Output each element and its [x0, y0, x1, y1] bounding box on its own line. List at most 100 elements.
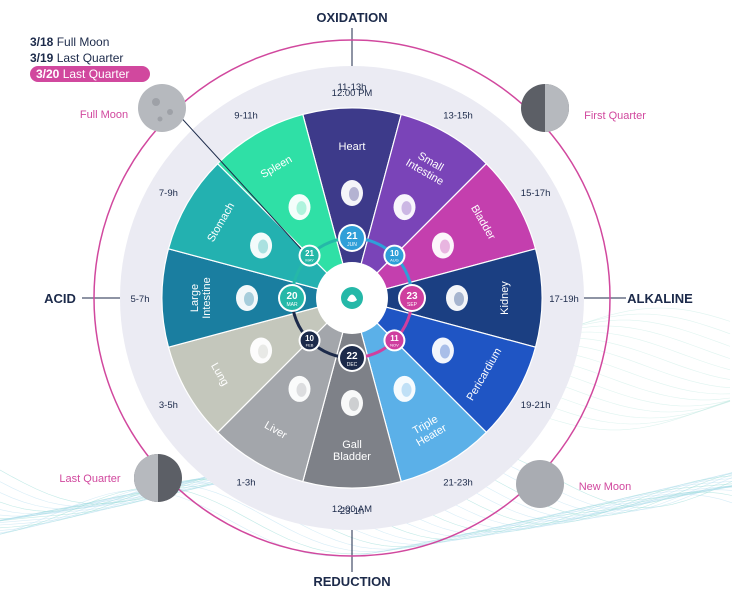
organ-label: Kidney — [499, 281, 511, 315]
stomach-icon-detail — [258, 239, 269, 254]
time-label-3-5h: 3-5h — [159, 400, 178, 411]
gallbladder-icon — [341, 390, 363, 416]
time-label-group: 1-3h — [236, 478, 255, 489]
time-label-15-17h: 15-17h — [521, 188, 551, 199]
date-node-day: 11 — [390, 334, 399, 343]
outer-orbit-ring — [93, 39, 611, 557]
moon-label: New Moon — [579, 481, 632, 493]
time-label-19-21h: 19-21h — [521, 400, 551, 411]
legend-row: 3/18 Full Moon — [30, 35, 110, 49]
axis-label-oxidation: OXIDATION — [316, 10, 387, 25]
legend-row-highlighted: 3/20 Last Quarter — [30, 66, 150, 82]
time-label-13-15h: 13-15h — [443, 110, 473, 121]
time-label-1-3h: 1-3h — [236, 478, 255, 489]
organ-label: Intestine — [201, 277, 213, 319]
kidney-icon — [446, 285, 468, 311]
date-node-day: 21 — [305, 249, 314, 258]
date-node-circle — [340, 226, 364, 250]
wave-line — [0, 486, 733, 555]
moon-full: Full Moon — [80, 84, 186, 132]
date-node-day: 22 — [346, 351, 358, 362]
date-node-circle — [300, 246, 319, 265]
intestine-icon-shape — [393, 194, 416, 221]
body-icon-shape — [431, 337, 454, 364]
wave-line — [0, 476, 733, 545]
body-icon-shape — [393, 375, 416, 402]
center-logo-leaf — [347, 294, 357, 302]
moon-label: Full Moon — [80, 109, 128, 121]
intestine-icon — [236, 285, 258, 311]
bladder-icon-detail — [439, 239, 450, 254]
time-label-9-11h: 9-11h — [234, 110, 258, 121]
date-node-day: 21 — [346, 231, 358, 242]
spleen-icon — [288, 194, 311, 221]
wave-line — [0, 489, 733, 557]
time-label-group: 15-17h — [521, 188, 551, 199]
stomach-icon — [250, 232, 273, 259]
spleen-icon-detail — [296, 201, 307, 216]
intestine-icon-detail — [244, 292, 254, 306]
date-node-month: DEC — [347, 362, 358, 368]
moon-full-icon — [138, 84, 186, 132]
wave-line — [0, 484, 733, 552]
time-label-7-9h: 7-9h — [159, 188, 178, 199]
time-label-21-23h: 21-23h — [443, 478, 473, 489]
date-node-circle — [400, 286, 424, 310]
date-node-month: AUG — [390, 258, 399, 263]
gallbladder-icon-detail — [349, 397, 359, 411]
heart-icon-shape — [341, 180, 363, 206]
time-label-17-19h: 17-19h — [549, 294, 579, 305]
bladder-icon — [431, 232, 454, 259]
time-label-group: 11-13h — [338, 82, 367, 93]
bladder-icon-shape — [431, 232, 454, 259]
gallbladder-icon-shape — [341, 390, 363, 416]
liver-icon-shape — [288, 375, 311, 402]
stomach-icon-shape — [250, 232, 273, 259]
heart-icon-detail — [349, 187, 359, 201]
body-icon — [431, 337, 454, 364]
date-node-month: FEB — [306, 342, 314, 347]
clock-midnight-label: 12:00 AM — [332, 504, 372, 515]
time-label-group: 7-9h — [159, 188, 178, 199]
date-node-month: SEP — [407, 302, 418, 308]
time-label-group: 17-19h — [549, 294, 579, 305]
time-label-group: 13-15h — [443, 110, 473, 121]
moon-first-quarter: First Quarter — [521, 84, 646, 132]
moon-new: New Moon — [516, 460, 631, 508]
axis-label-alkaline: ALKALINE — [627, 291, 693, 306]
time-label-group: 19-21h — [521, 400, 551, 411]
organ-wedge-heart: Heart — [302, 107, 402, 301]
body-icon-detail — [401, 382, 412, 397]
date-node-month: JUN — [347, 242, 357, 248]
date-node-month: MAR — [286, 302, 298, 308]
moon-new-icon — [516, 460, 564, 508]
time-label-group: 23-1h — [340, 506, 364, 517]
kidney-icon-shape — [446, 285, 468, 311]
clock-noon-label: 12:00 PM — [332, 88, 373, 99]
date-node-day: 23 — [406, 291, 418, 302]
date-node-day: 20 — [286, 291, 298, 302]
moon-lit-half — [545, 84, 569, 132]
intestine-icon-shape — [236, 285, 258, 311]
liver-icon-detail — [296, 382, 307, 397]
date-node-day: 10 — [305, 334, 314, 343]
moon-label: Last Quarter — [59, 473, 120, 485]
moon-phase-legend: 3/18 Full Moon 3/19 Last Quarter 3/20 La… — [30, 34, 150, 82]
body-icon-detail — [439, 344, 450, 359]
date-node-circle — [385, 246, 404, 265]
date-node-day: 10 — [390, 249, 399, 258]
full-moon-pointer-line — [175, 111, 303, 251]
lungs-icon-detail — [258, 344, 269, 359]
time-label-5-7h: 5-7h — [130, 294, 149, 305]
organ-label: Gall — [342, 439, 362, 451]
time-label-group: 5-7h — [130, 294, 149, 305]
time-label-group: 3-5h — [159, 400, 178, 411]
